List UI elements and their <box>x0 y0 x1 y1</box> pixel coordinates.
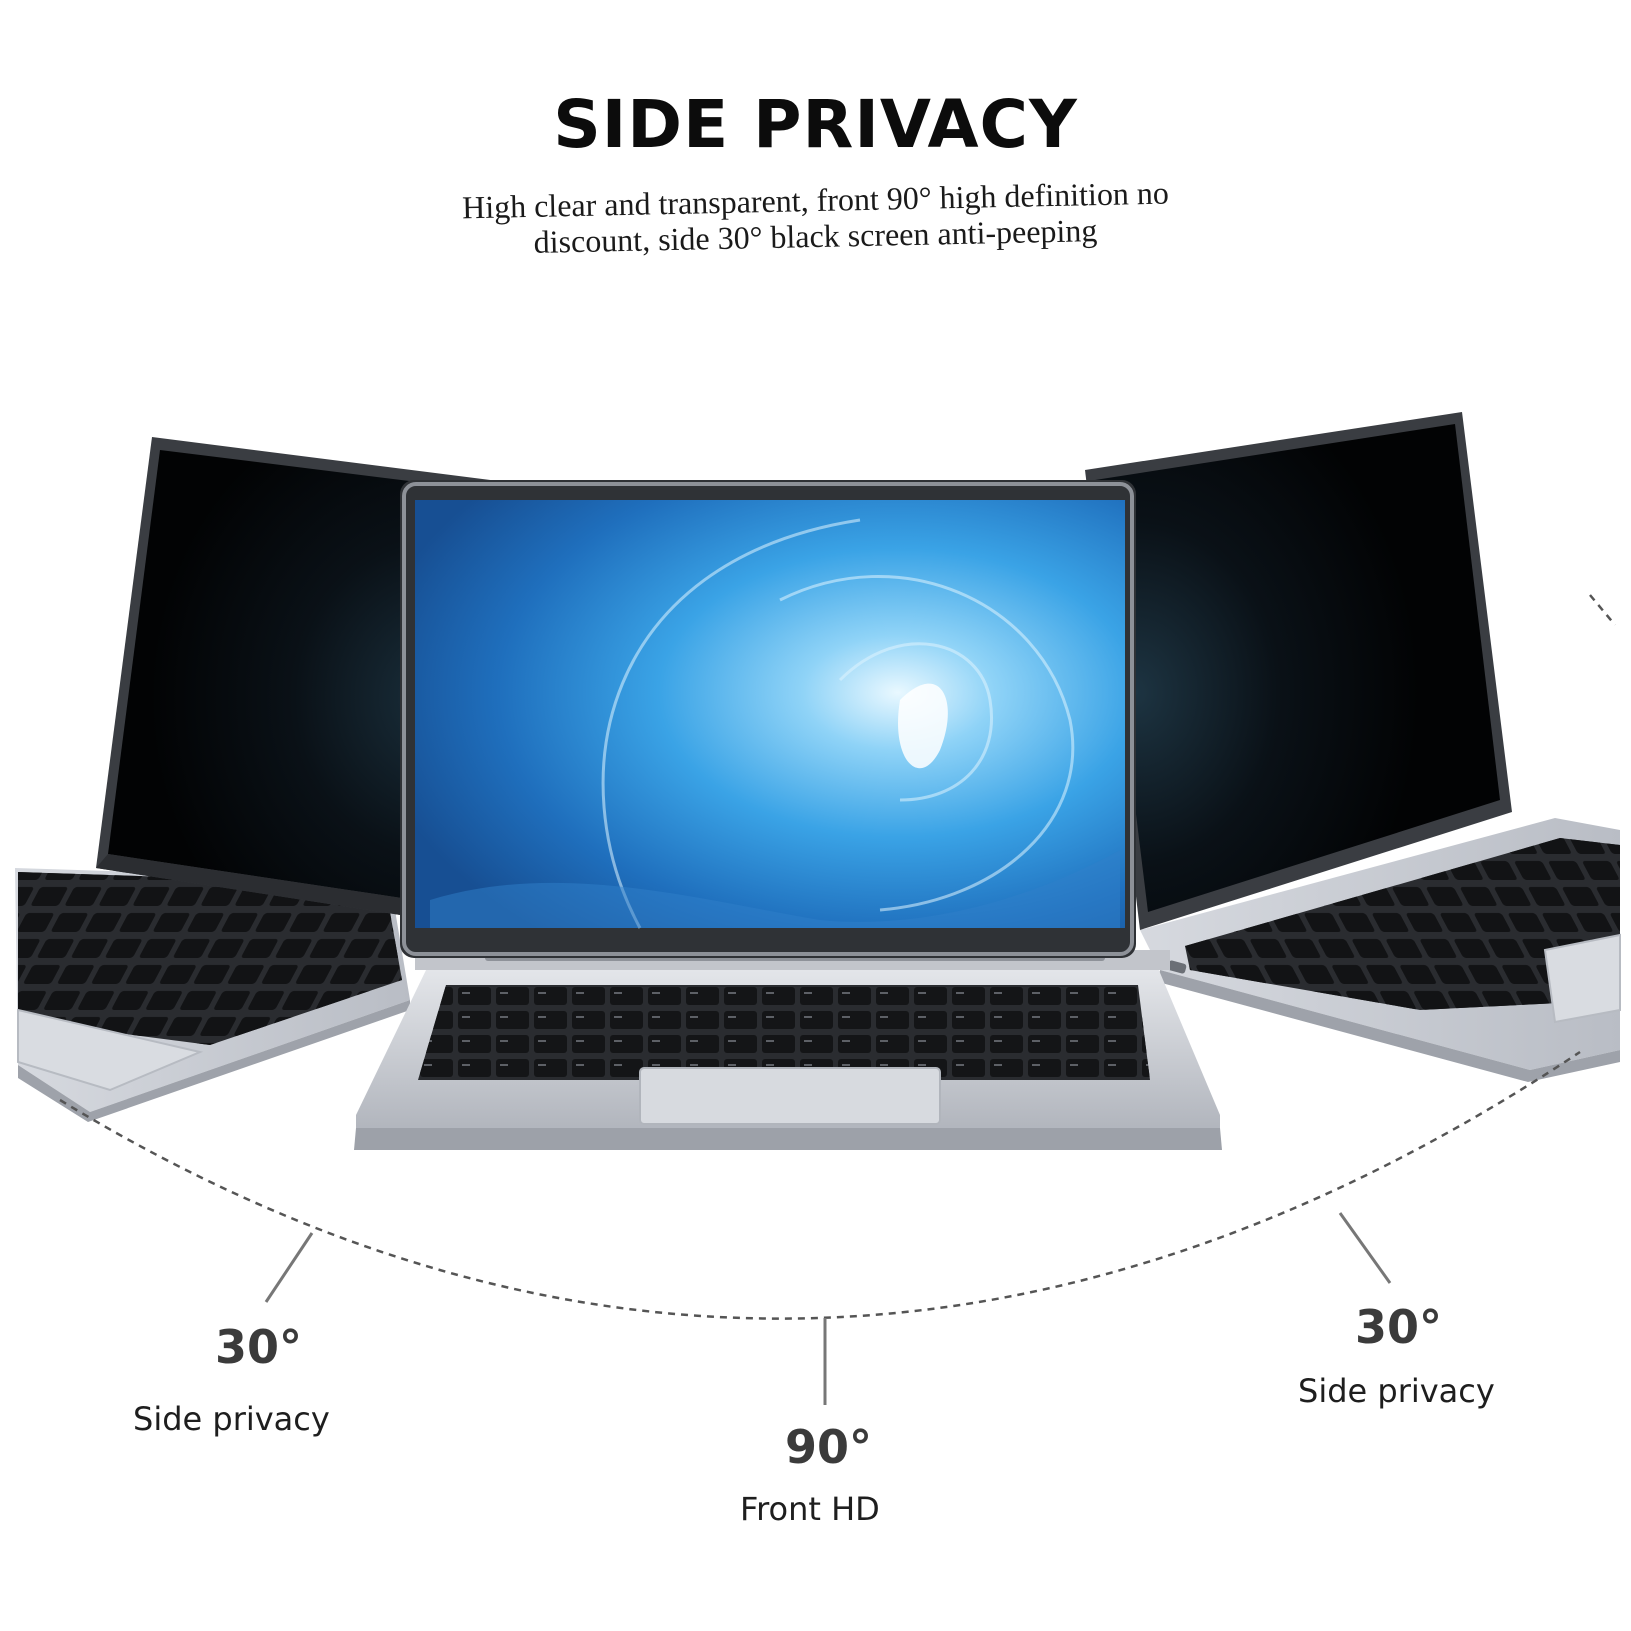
center-laptop-touchpad <box>639 1067 941 1125</box>
center-angle-caption: Front HD <box>740 1490 880 1528</box>
page-title: SIDE PRIVACY <box>553 86 1078 163</box>
left-angle-degree: 30° <box>215 1320 303 1374</box>
left-laptop-touchpad <box>17 1008 204 1092</box>
center-angle-degree: 90° <box>785 1420 873 1474</box>
left-angle-tick <box>264 1232 314 1303</box>
center-laptop-screen <box>415 500 1125 928</box>
center-laptop <box>354 480 1222 1150</box>
right-laptop-touchpad <box>1543 933 1621 1024</box>
angle-guides <box>59 594 1616 1405</box>
right-laptop <box>1085 412 1621 1082</box>
right-laptop-privacy-screen <box>1095 424 1500 912</box>
left-angle-caption: Side privacy <box>133 1400 330 1438</box>
right-angle-caption: Side privacy <box>1298 1372 1495 1410</box>
right-laptop-keyboard <box>1185 838 1620 1010</box>
center-laptop-keyboard <box>418 985 1150 1080</box>
left-laptop-keyboard <box>18 872 402 1045</box>
right-angle-degree: 30° <box>1355 1300 1443 1354</box>
dashed-arc <box>59 1050 1581 1320</box>
right-angle-tick <box>1338 1212 1392 1284</box>
